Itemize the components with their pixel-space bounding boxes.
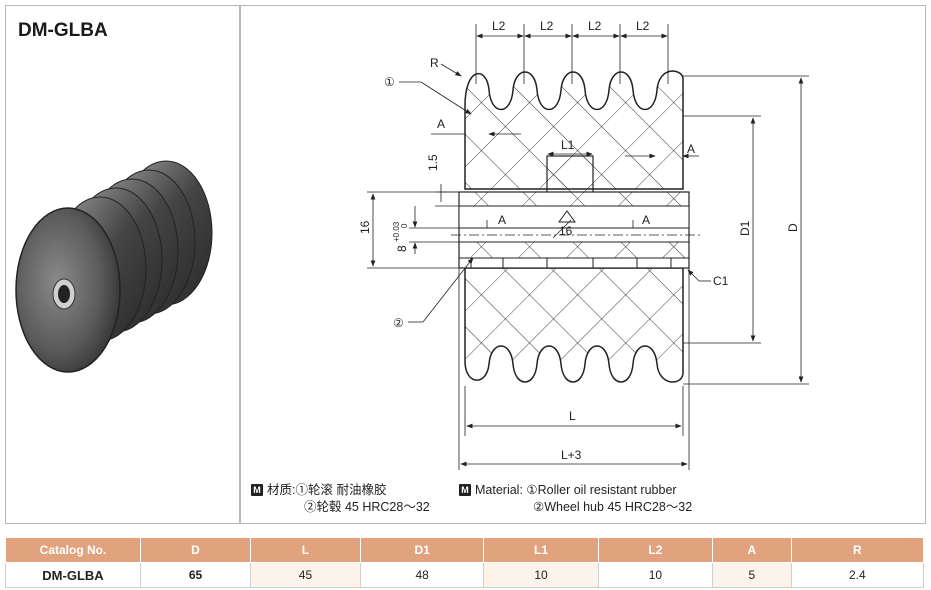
svg-text:L2: L2 [540, 19, 554, 33]
svg-text:L1: L1 [561, 138, 575, 152]
thread-mark [558, 210, 576, 223]
spec-table: Catalog No. D L D1 L1 L2 A R DM-GLBA 65 … [5, 537, 925, 588]
svg-text:D: D [786, 223, 800, 232]
svg-text:16: 16 [358, 220, 372, 234]
svg-text:+0.03: +0.03 [392, 221, 401, 242]
product-image-panel: DM-GLBA [5, 5, 240, 524]
cell-r: 2.4 [790, 562, 925, 588]
svg-text:16: 16 [559, 224, 573, 238]
l2-dimensions: L2 L2 L2 L2 [475, 19, 669, 84]
table-row: DM-GLBA 65 45 48 10 10 5 2.4 [5, 562, 925, 588]
svg-text:A: A [498, 213, 506, 227]
svg-text:A: A [642, 213, 650, 227]
cell-l1: 10 [483, 562, 599, 588]
svg-text:L+3: L+3 [561, 448, 582, 462]
material-badge-icon: M [459, 484, 471, 496]
svg-text:L2: L2 [588, 19, 602, 33]
cell-l: 45 [249, 562, 361, 588]
roller-section-top [464, 70, 684, 190]
svg-text:L2: L2 [492, 19, 506, 33]
svg-text:L2: L2 [636, 19, 650, 33]
col-d: D [140, 537, 251, 563]
material-badge-icon: M [251, 484, 263, 496]
hub-key-slot [546, 155, 594, 197]
roller-section-bottom [464, 267, 684, 383]
col-l: L [249, 537, 361, 563]
technical-drawing-panel: L2 L2 L2 L2 R ① A L1 A 1.5 16 [240, 5, 926, 524]
product-title: DM-GLBA [18, 20, 108, 41]
svg-text:1.5: 1.5 [426, 154, 440, 171]
cell-l2: 10 [597, 562, 714, 588]
cell-catalog: DM-GLBA [5, 562, 141, 588]
col-r: R [790, 537, 925, 563]
svg-text:8: 8 [395, 245, 409, 252]
col-l1: L1 [483, 537, 599, 563]
svg-text:0: 0 [400, 223, 409, 228]
cell-d1: 48 [359, 562, 485, 588]
col-a: A [712, 537, 792, 563]
svg-text:C1: C1 [713, 274, 729, 288]
product-image [15, 160, 213, 373]
cell-d: 65 [140, 562, 251, 588]
r-label: R [430, 56, 439, 70]
svg-text:D1: D1 [738, 220, 752, 236]
spec-table-header: Catalog No. D L D1 L1 L2 A R [5, 537, 925, 563]
bore-hole [58, 285, 70, 303]
col-d1: D1 [359, 537, 485, 563]
svg-text:A: A [437, 117, 445, 131]
technical-drawing: L2 L2 L2 L2 R ① A L1 A 1.5 16 [358, 19, 809, 470]
svg-text:L: L [569, 409, 576, 423]
col-l2: L2 [597, 537, 714, 563]
svg-text:A: A [687, 142, 695, 156]
callout-1: ① [384, 75, 395, 89]
callout-2: ② [393, 316, 404, 330]
cell-a: 5 [712, 562, 792, 588]
col-catalog: Catalog No. [5, 537, 141, 563]
